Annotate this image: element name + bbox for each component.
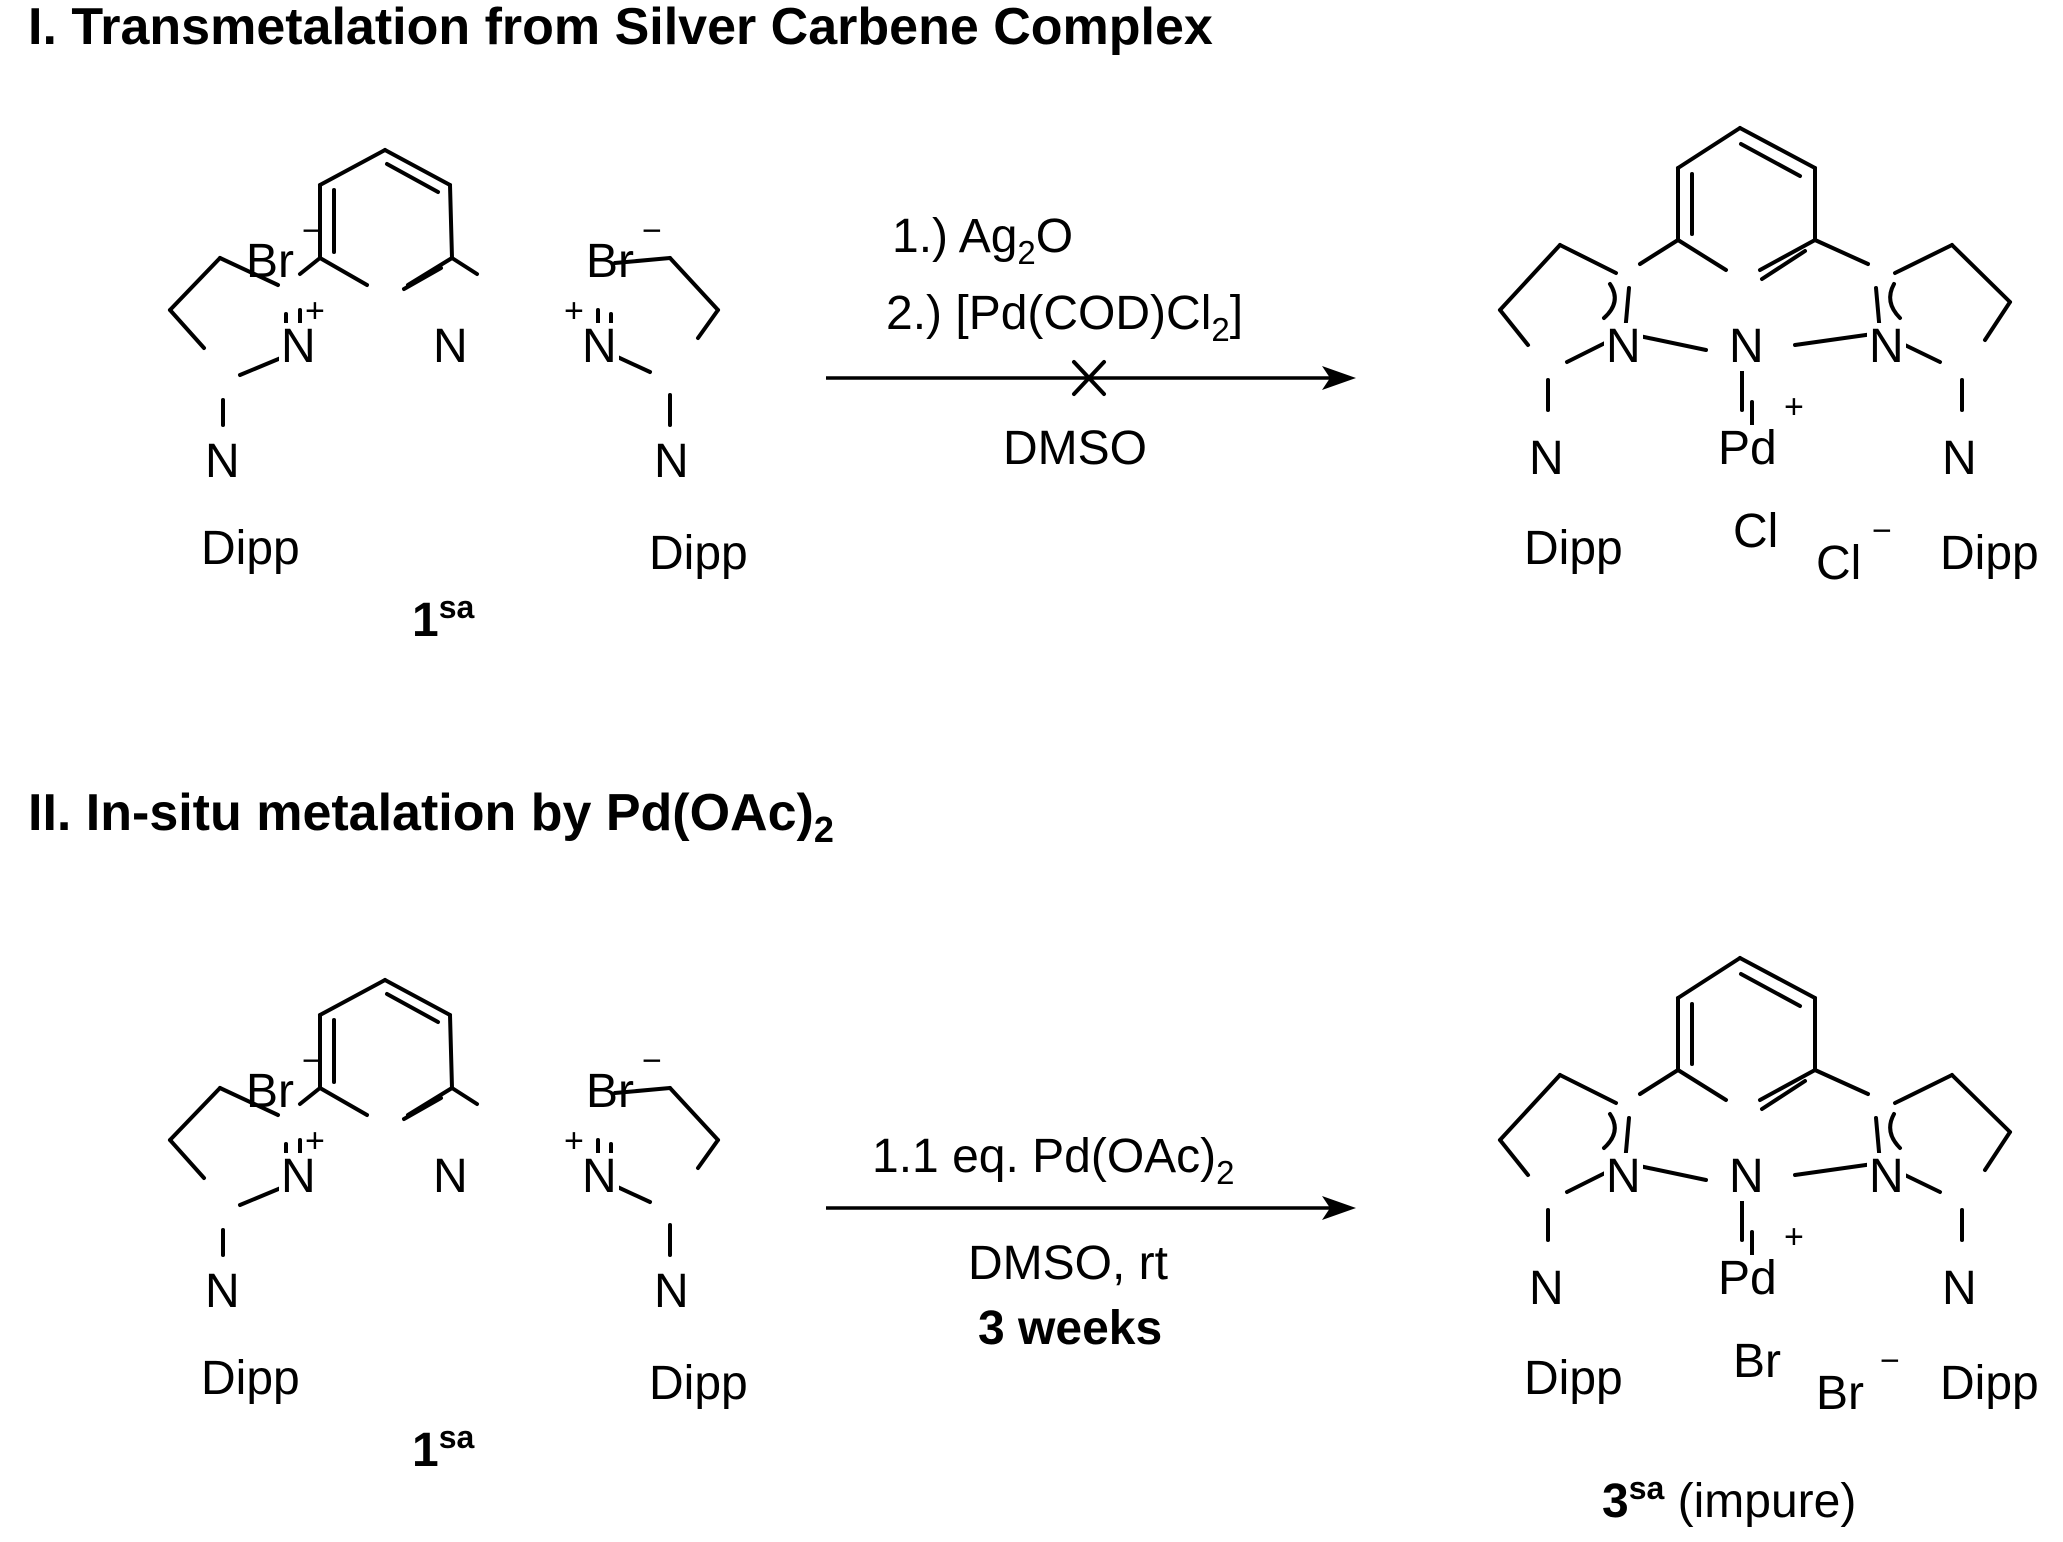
section-1-heading: I. Transmetalation from Silver Carbene C… [28,0,1213,56]
section-2-reactant [168,978,720,1257]
section-2-product [1498,956,2012,1260]
section-2-arrowhead [1322,1196,1356,1220]
section-1-reactant [168,148,720,427]
section-2-heading: II. In-situ metalation by Pd(OAc)2 [28,784,834,850]
section-1-product [1498,126,2012,430]
section-1-arrowhead [1322,366,1356,390]
section-1-cross-mark [1072,360,1106,396]
